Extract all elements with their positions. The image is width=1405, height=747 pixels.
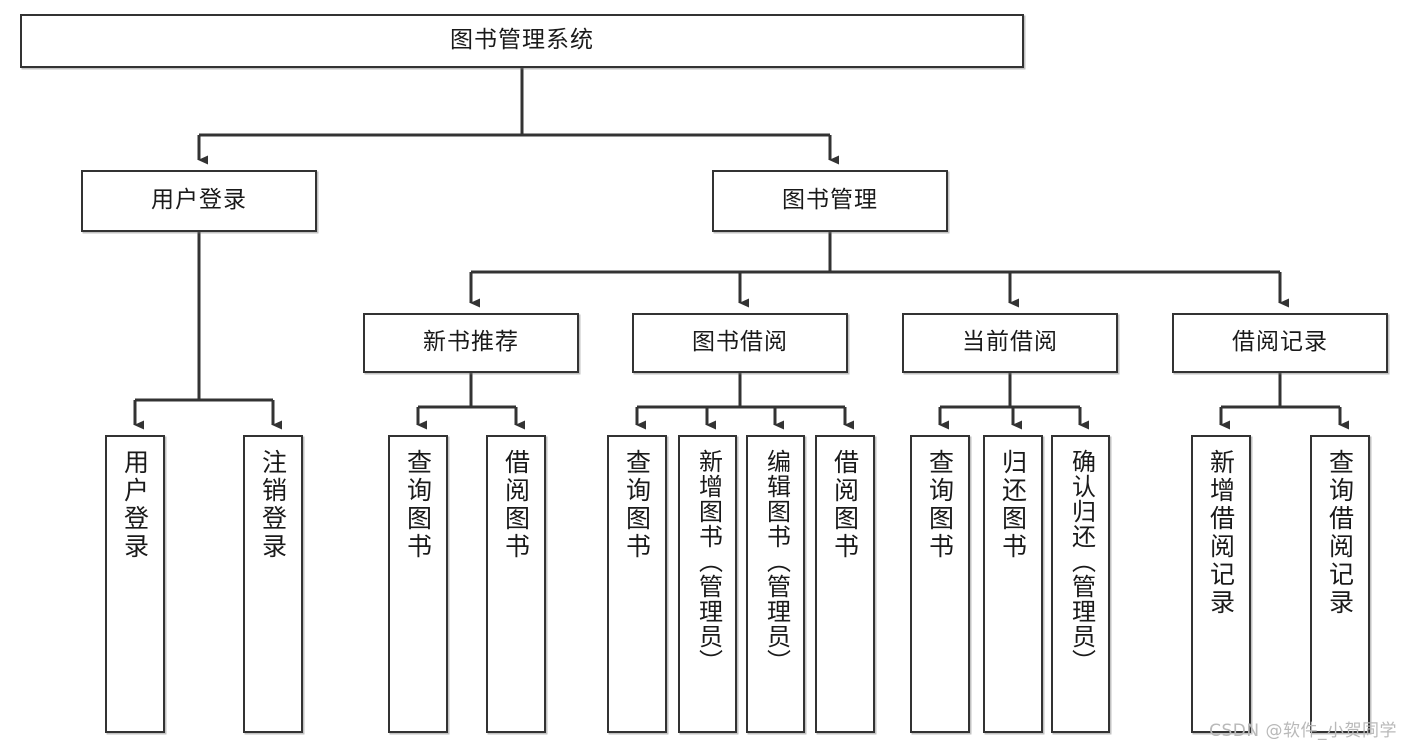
leaf-node-label: 确认归还（管理员） <box>1067 449 1096 674</box>
level3-node-box[interactable]: 新书推荐 <box>363 313 579 373</box>
level3-node-box[interactable]: 当前借阅 <box>902 313 1118 373</box>
leaf-node-label: 借阅图书 <box>830 449 860 561</box>
level3-node-label: 新书推荐 <box>423 329 519 356</box>
leaf-node-box[interactable]: 注销登录 <box>243 435 303 733</box>
leaf-node-box[interactable]: 借阅图书 <box>815 435 875 733</box>
leaf-node-label: 编辑图书（管理员） <box>762 449 791 674</box>
leaf-node-label: 查询图书 <box>925 449 955 561</box>
watermark-label: CSDN @软件_小贺同学 <box>1209 721 1397 741</box>
leaf-node-box[interactable]: 查询图书 <box>607 435 667 733</box>
level2-node-box[interactable]: 图书管理 <box>712 170 948 232</box>
leaf-node-label: 新增图书（管理员） <box>694 449 723 674</box>
leaf-node-box[interactable]: 查询图书 <box>910 435 970 733</box>
level2-node-label: 图书管理 <box>782 187 878 214</box>
level3-node-label: 借阅记录 <box>1232 329 1328 356</box>
level3-node-label: 图书借阅 <box>692 329 788 356</box>
leaf-node-box[interactable]: 借阅图书 <box>486 435 546 733</box>
leaf-node-label: 归还图书 <box>998 449 1028 561</box>
level3-node-label: 当前借阅 <box>962 329 1058 356</box>
leaf-node-label: 新增借阅记录 <box>1206 449 1236 617</box>
leaf-node-label: 查询图书 <box>403 449 433 561</box>
leaf-node-box[interactable]: 用户登录 <box>105 435 165 733</box>
leaf-node-box[interactable]: 归还图书 <box>983 435 1043 733</box>
leaf-node-box[interactable]: 新增图书（管理员） <box>678 435 737 733</box>
root-node-box[interactable]: 图书管理系统 <box>20 14 1024 68</box>
leaf-node-label: 用户登录 <box>120 449 150 561</box>
leaf-node-label: 借阅图书 <box>501 449 531 561</box>
leaf-node-box[interactable]: 编辑图书（管理员） <box>746 435 805 733</box>
root-node-label: 图书管理系统 <box>450 27 594 54</box>
leaf-node-label: 查询借阅记录 <box>1325 449 1355 617</box>
leaf-node-box[interactable]: 查询借阅记录 <box>1310 435 1370 733</box>
level3-node-box[interactable]: 图书借阅 <box>632 313 848 373</box>
leaf-node-label: 注销登录 <box>258 449 288 561</box>
level3-node-box[interactable]: 借阅记录 <box>1172 313 1388 373</box>
level2-node-box[interactable]: 用户登录 <box>81 170 317 232</box>
leaf-node-box[interactable]: 新增借阅记录 <box>1191 435 1251 733</box>
leaf-node-label: 查询图书 <box>622 449 652 561</box>
leaf-node-box[interactable]: 查询图书 <box>388 435 448 733</box>
level2-node-label: 用户登录 <box>151 187 247 214</box>
leaf-node-box[interactable]: 确认归还（管理员） <box>1051 435 1110 733</box>
